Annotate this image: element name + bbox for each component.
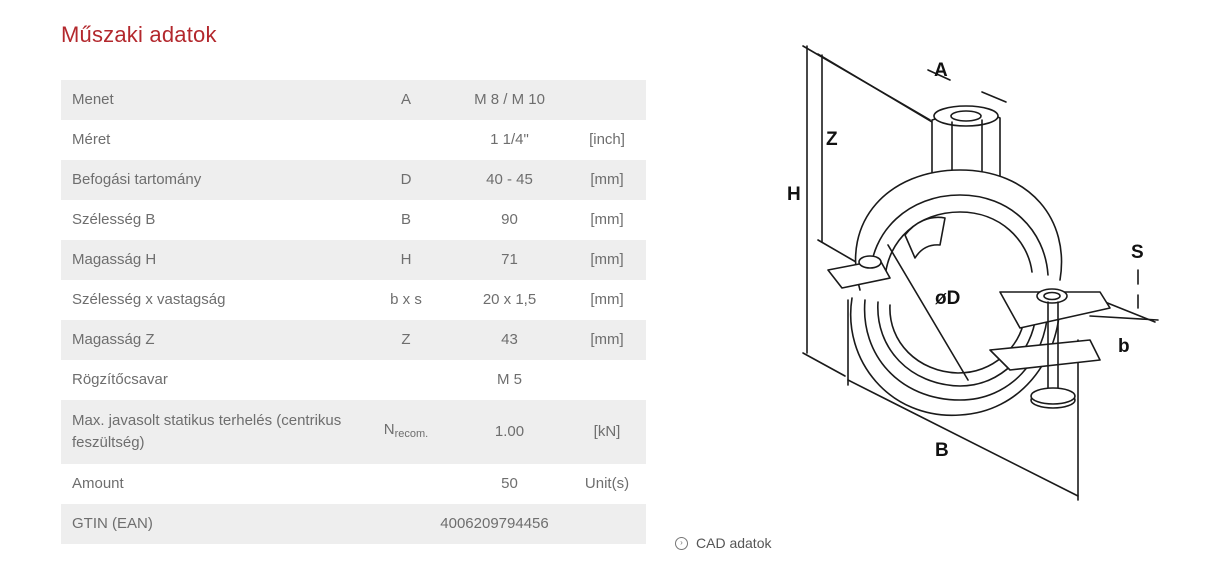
row-value: M 8 / M 10 xyxy=(474,91,545,108)
pipe-clamp-diagram: A Z H S øD b B xyxy=(787,45,1159,501)
table-row: GTIN (EAN) 4006209794456 xyxy=(61,504,646,544)
cad-data-link[interactable]: › CAD adatok xyxy=(675,535,771,551)
table-row: Szélesség B B 90 [mm] xyxy=(61,200,646,240)
row-value: 71 xyxy=(501,251,518,268)
row-label: GTIN (EAN) xyxy=(72,515,153,532)
rubber-lining-top xyxy=(884,211,1033,279)
screw-slot xyxy=(1043,291,1061,301)
row-label: Szélesség x vastagság xyxy=(72,291,226,308)
row-label: Magasság H xyxy=(72,251,157,268)
screw-washer xyxy=(1030,387,1076,405)
right-wing-top xyxy=(999,291,1111,329)
table-row: Rögzítőcsavar M 5 xyxy=(61,360,646,400)
nut-bore xyxy=(950,110,982,122)
row-label: Szélesség B xyxy=(72,211,156,228)
row-value: 20 x 1,5 xyxy=(482,291,537,308)
row-unit: [mm] xyxy=(590,251,624,268)
row-unit: Unit(s) xyxy=(584,475,630,492)
dimension-line-a xyxy=(981,91,1007,103)
table-row: Befogási tartomány D 40 - 45 [mm] xyxy=(61,160,646,200)
dim-label-h: H xyxy=(787,184,801,205)
extension-line xyxy=(817,239,857,263)
dim-label-b: B xyxy=(935,440,949,461)
row-value: 1.00 xyxy=(494,423,525,440)
clamp-ring-back xyxy=(854,169,1063,291)
row-label: Méret xyxy=(72,131,111,148)
cad-data-label: CAD adatok xyxy=(696,535,772,551)
row-unit xyxy=(568,360,646,400)
dim-label-z: Z xyxy=(826,129,838,150)
dimension-line-a xyxy=(927,69,951,81)
row-symbol: A xyxy=(400,91,411,108)
extension-line xyxy=(817,53,933,123)
row-symbol-sub: recom. xyxy=(394,428,429,440)
row-symbol: H xyxy=(400,251,412,268)
row-symbol: B xyxy=(400,211,411,228)
table-row: Szélesség x vastagság b x s 20 x 1,5 [mm… xyxy=(61,280,646,320)
table-row: Menet A M 8 / M 10 xyxy=(61,80,646,120)
dim-label-s: S xyxy=(1131,242,1144,263)
row-symbol-main: N xyxy=(383,421,395,438)
row-unit: [mm] xyxy=(590,291,624,308)
dimension-line-b xyxy=(847,379,1079,497)
dim-label-b-small: b xyxy=(1118,336,1130,357)
row-unit: [kN] xyxy=(593,423,621,440)
rubber-lining xyxy=(889,304,1025,374)
row-label: Menet xyxy=(72,91,114,108)
left-screw xyxy=(858,255,882,269)
row-symbol xyxy=(361,360,451,400)
table-row: Max. javasolt statikus terhelés (centrik… xyxy=(61,400,646,464)
row-symbol xyxy=(361,120,451,160)
row-symbol: b x s xyxy=(390,291,422,308)
table-row: Méret 1 1/4" [inch] xyxy=(61,120,646,160)
dim-label-d: øD xyxy=(935,288,960,309)
row-unit: [mm] xyxy=(590,331,624,348)
nut-top xyxy=(933,105,999,127)
row-unit: [mm] xyxy=(590,171,624,188)
row-value: 1 1/4" xyxy=(490,131,529,148)
dim-label-a: A xyxy=(934,60,948,81)
row-value: 50 xyxy=(501,475,518,492)
row-unit xyxy=(568,80,646,120)
clamp-flange xyxy=(904,216,946,259)
row-label: Magasság Z xyxy=(72,331,155,348)
row-label: Rögzítőcsavar xyxy=(72,371,168,388)
row-label: Amount xyxy=(72,475,124,492)
page-title: Műszaki adatok xyxy=(61,22,217,47)
table-row: Amount 50 Unit(s) xyxy=(61,464,646,504)
row-label: Max. javasolt statikus terhelés (centrik… xyxy=(72,412,342,451)
row-unit: [inch] xyxy=(589,131,625,148)
clamp-ring-inner-top xyxy=(869,194,1049,281)
row-value: M 5 xyxy=(496,371,522,388)
row-symbol: Nrecom. xyxy=(361,400,451,464)
row-value: 90 xyxy=(501,211,518,228)
row-symbol: Z xyxy=(401,331,411,348)
row-label: Befogási tartomány xyxy=(72,171,202,188)
right-wing-bottom xyxy=(989,339,1101,371)
diameter-line xyxy=(887,244,969,381)
specs-table: Menet A M 8 / M 10 Méret 1 1/4" [inch] B… xyxy=(61,80,646,544)
chevron-right-circle-icon: › xyxy=(675,536,688,550)
row-value: 40 - 45 xyxy=(486,171,533,188)
row-symbol xyxy=(361,464,451,504)
row-symbol: D xyxy=(400,171,412,188)
row-value: 43 xyxy=(501,331,518,348)
row-unit: [mm] xyxy=(590,211,624,228)
table-row: Magasság Z Z 43 [mm] xyxy=(61,320,646,360)
row-value: 4006209794456 xyxy=(440,515,549,532)
extension-line xyxy=(802,352,846,377)
screw-head xyxy=(1036,288,1068,304)
table-row: Magasság H H 71 [mm] xyxy=(61,240,646,280)
